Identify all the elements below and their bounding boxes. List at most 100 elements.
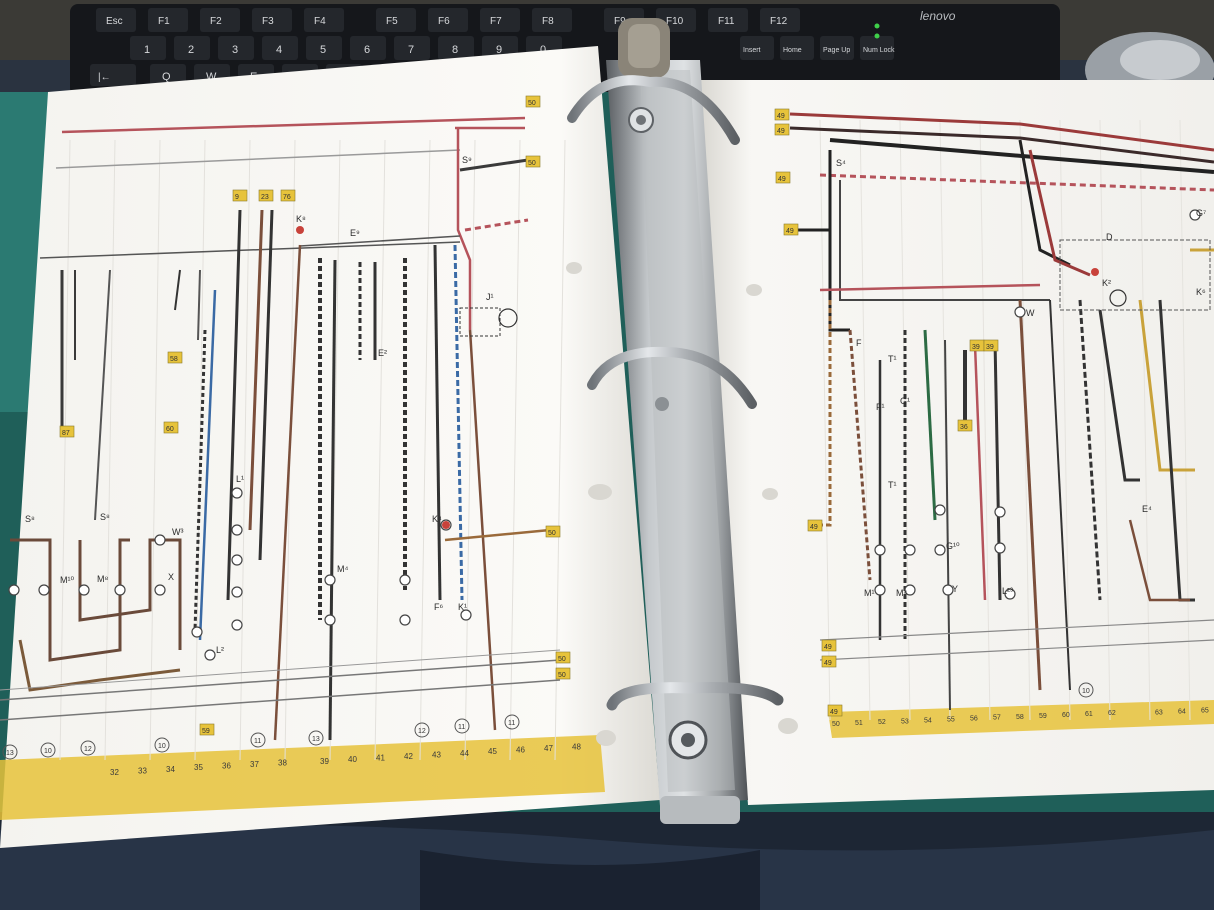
- key-label: F2: [210, 16, 222, 27]
- key-q[interactable]: Q: [150, 64, 186, 86]
- component-label-k: K²: [1102, 278, 1111, 288]
- connector-tag-label: 50: [558, 656, 566, 663]
- key-f8[interactable]: F8: [532, 8, 572, 32]
- binder-ring-bottom[interactable]: [606, 682, 784, 711]
- punch-holes: [566, 262, 798, 746]
- key-label: 1: [144, 44, 150, 56]
- key-3[interactable]: 3: [218, 36, 254, 60]
- key-2[interactable]: 2: [174, 36, 210, 60]
- key-7[interactable]: 7: [394, 36, 430, 60]
- component-label-m-a: M¹⁰: [60, 575, 74, 585]
- key-f11[interactable]: F11: [708, 8, 748, 32]
- wire: [993, 339, 1002, 601]
- key-nav[interactable]: Home: [780, 36, 814, 60]
- key-label: Esc: [106, 16, 123, 27]
- wire: [78, 538, 182, 650]
- connector-tag: [774, 123, 790, 136]
- lamp-symbol: [231, 619, 243, 631]
- keyboard-led: [874, 23, 880, 29]
- wire-vertical: [468, 329, 497, 731]
- connector-tag: [525, 155, 541, 168]
- binder-ring-middle[interactable]: [587, 346, 757, 409]
- wire-vertical: [328, 259, 337, 741]
- grid-line: [819, 119, 831, 721]
- key-tab[interactable]: |←: [90, 64, 136, 86]
- wire-vertical: [197, 269, 201, 341]
- connector-tag-label: 49: [830, 709, 838, 716]
- key-label: F6: [438, 16, 450, 27]
- key-f4[interactable]: F4: [304, 8, 344, 32]
- sheet-reference-number: 10: [158, 743, 166, 750]
- component-label-s1: S⁸: [25, 514, 35, 524]
- wire: [1028, 149, 1091, 277]
- lamp-symbol: [191, 626, 203, 638]
- key-f7[interactable]: F7: [480, 8, 520, 32]
- key-f3[interactable]: F3: [252, 8, 292, 32]
- key-f5[interactable]: F5: [376, 8, 416, 32]
- key-label: 7: [408, 44, 414, 56]
- lamp-symbol: [8, 584, 20, 596]
- sheet-reference-circle: [80, 740, 96, 756]
- connector-tag: [545, 525, 561, 538]
- key-1[interactable]: 1: [130, 36, 166, 60]
- relay-symbol: [1091, 268, 1099, 276]
- wire: [790, 180, 832, 232]
- key-label: F8: [542, 16, 554, 27]
- key-8[interactable]: 8: [438, 36, 474, 60]
- key-6[interactable]: 6: [350, 36, 386, 60]
- footer-number: 46: [516, 746, 525, 755]
- binder-bottom-lever[interactable]: [660, 796, 740, 824]
- key-label: 2: [188, 44, 194, 56]
- wire-switch-bus: [39, 241, 461, 259]
- wire: [973, 344, 987, 601]
- wire: [1049, 299, 1071, 691]
- component-label-l1: L¹: [236, 474, 244, 484]
- right-footer-numbers: 5051525354555657585960616263646566: [832, 708, 1209, 729]
- key-label: 6: [364, 44, 370, 56]
- key-label: Num Lock: [863, 47, 895, 54]
- component-label-x: X: [168, 572, 174, 582]
- key-esc[interactable]: Esc: [96, 8, 136, 32]
- key-f1[interactable]: F1: [148, 8, 188, 32]
- binder-ring-top[interactable]: [567, 75, 740, 145]
- lamp-symbol: [204, 649, 216, 661]
- key-nav[interactable]: Num Lock: [860, 36, 895, 60]
- grid-line: [374, 139, 386, 761]
- component-label-y: Y: [952, 584, 958, 594]
- lamp-symbol: [324, 574, 336, 586]
- lamp-symbol: [942, 584, 954, 596]
- key-nav[interactable]: Insert: [740, 36, 774, 60]
- sheet-reference-circle: [1078, 682, 1094, 698]
- wire: [464, 218, 529, 232]
- footer-number: 41: [376, 754, 385, 763]
- wire-grey-bus: [55, 149, 461, 169]
- relay-symbol: [296, 226, 304, 234]
- relay-symbol: [442, 521, 450, 529]
- key-nav[interactable]: Page Up: [820, 36, 854, 60]
- key-4[interactable]: 4: [262, 36, 298, 60]
- connector-tag-label: 39: [972, 344, 980, 351]
- key-f12[interactable]: F12: [760, 8, 800, 32]
- component-label-d: D: [1106, 232, 1113, 242]
- motor-symbol: [1109, 289, 1127, 307]
- key-5[interactable]: 5: [306, 36, 342, 60]
- footer-number: 50: [832, 721, 840, 728]
- connector-tag: [167, 351, 183, 364]
- key-label: F10: [666, 16, 684, 27]
- footer-number: 37: [250, 760, 259, 769]
- wire: [456, 128, 472, 330]
- key-label: 3: [232, 44, 238, 56]
- relay-box: [459, 307, 501, 337]
- sheet-reference-circle: [504, 714, 520, 730]
- lamp-symbol: [874, 544, 886, 556]
- lamp-symbol: [154, 534, 166, 546]
- key-f6[interactable]: F6: [428, 8, 468, 32]
- key-f2[interactable]: F2: [200, 8, 240, 32]
- footer-number: 53: [901, 718, 909, 725]
- sheet-reference-number: 13: [312, 736, 320, 743]
- wire-vertical: [444, 528, 551, 542]
- lamp-symbol: [994, 506, 1006, 518]
